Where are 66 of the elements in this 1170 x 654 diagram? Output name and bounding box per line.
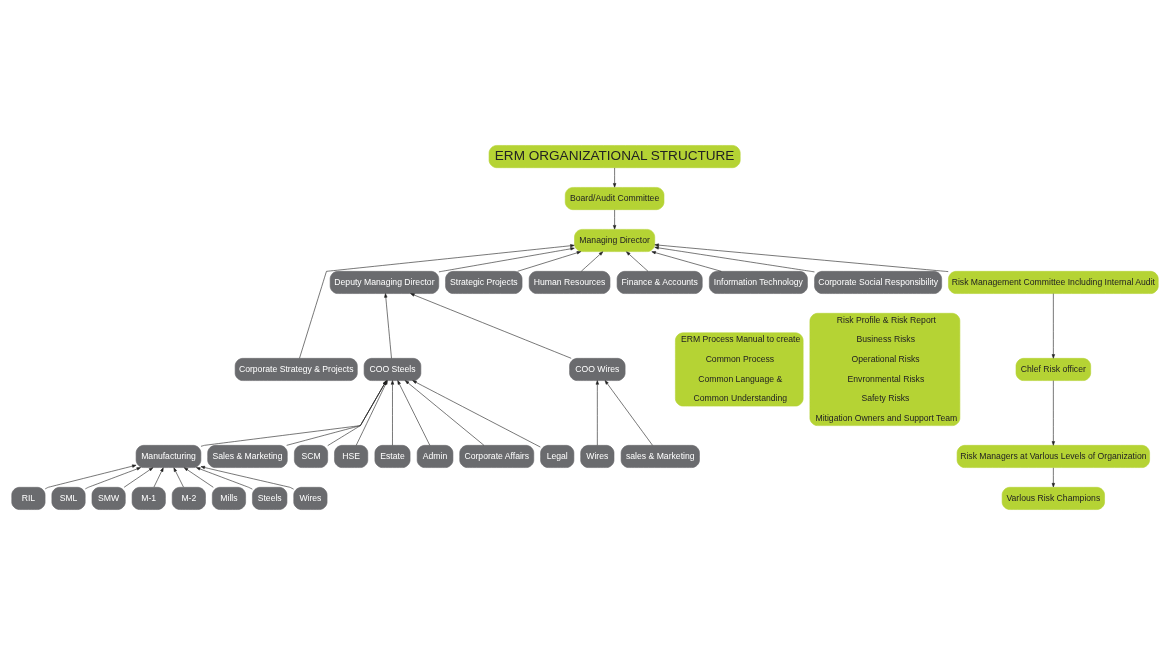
arrow	[299, 243, 575, 359]
arrow	[581, 251, 604, 271]
node-box: COO Wires	[569, 357, 626, 381]
arrow	[438, 246, 575, 272]
node-box: Steels	[252, 486, 288, 510]
arrow	[355, 379, 388, 446]
arrow	[404, 379, 485, 446]
node-box: Sales & Marketing	[207, 444, 288, 468]
node-box: Finance & Accounts	[616, 270, 703, 294]
arrow	[200, 379, 387, 447]
arrow	[390, 379, 395, 446]
node-box: Corporate Affairs	[459, 444, 535, 468]
arrow	[604, 379, 653, 446]
node-box: Human Resources	[528, 270, 611, 294]
node-box: Wires	[293, 486, 328, 510]
arrow	[595, 379, 599, 446]
node-box: Admin	[416, 444, 454, 468]
arrow	[327, 379, 387, 446]
arrow	[196, 466, 253, 489]
node-box: Risk Managers at Varlous Levels of Organization	[956, 444, 1150, 468]
node-box: sales & Marketing	[620, 444, 700, 468]
arrow	[183, 466, 214, 488]
node-box: Corporate Strategy & Projects	[234, 357, 358, 381]
node-box: COO Steels	[363, 357, 422, 381]
arrow	[412, 379, 541, 447]
arrow	[410, 292, 572, 359]
arrow	[654, 243, 949, 272]
node-box: Information Technology	[709, 270, 808, 294]
arrow	[613, 167, 617, 187]
node-box: Varlous Risk Champions	[1001, 486, 1105, 510]
node-box: M-2	[171, 486, 206, 510]
node-box: ERM ORGANIZATIONAL STRUCTURE	[488, 144, 741, 168]
arrow	[153, 466, 164, 487]
arrow	[1051, 466, 1055, 487]
node-box: SCM	[294, 444, 328, 468]
node-box: RIL	[11, 486, 46, 510]
arrow	[613, 209, 617, 229]
node-box: Risk Management Committee Including Internal Audit	[948, 270, 1159, 294]
arrow	[286, 379, 387, 446]
node-box: Strategic Projects	[445, 270, 523, 294]
node-box: Legal	[540, 444, 575, 468]
node-box: M-1	[131, 486, 166, 510]
node-box: Mills	[212, 486, 246, 510]
arrow	[1051, 379, 1055, 446]
node-box: SMW	[91, 486, 126, 510]
node-box: Estate	[374, 444, 411, 468]
arrow	[384, 292, 392, 359]
node-box: ERM Process Manual to create Common Process Common Language & Common Understanding	[675, 332, 804, 406]
arrow	[397, 379, 431, 446]
arrow	[1051, 292, 1055, 359]
arrow	[173, 466, 184, 487]
arrow	[654, 245, 815, 272]
arrow	[651, 250, 722, 272]
arrow	[517, 250, 582, 272]
node-box: SML	[51, 486, 86, 510]
arrow	[123, 466, 154, 488]
arrow	[200, 465, 294, 489]
node-box: Chlef Risk officer	[1015, 357, 1091, 381]
arrow	[44, 464, 137, 489]
arrow	[626, 251, 649, 271]
node-box: Corporate Social Responsibility	[814, 270, 942, 294]
node-box: Wires	[580, 444, 615, 468]
node-box: Board/Audit Committee	[564, 186, 665, 210]
node-box: Risk Profile & Risk Report Business Risks Operational Risks Envronmental Risks Safety Risks Mitigation Owners and Support Team	[809, 312, 961, 426]
node-box: HSE	[334, 444, 369, 468]
arrow	[85, 466, 141, 489]
